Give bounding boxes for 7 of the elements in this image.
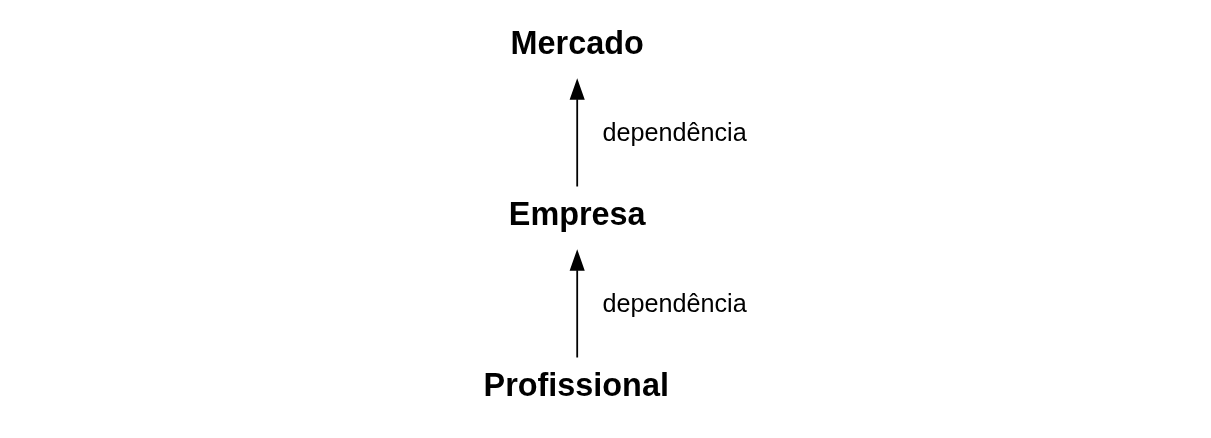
- edge-label: dependência: [601, 289, 747, 318]
- arrow: [569, 249, 585, 359]
- arrow: [569, 78, 585, 188]
- node-text: Mercado: [510, 25, 644, 62]
- edge-label: dependência: [601, 118, 747, 147]
- node-text: Empresa: [508, 196, 646, 233]
- node-text: Profissional: [483, 367, 669, 404]
